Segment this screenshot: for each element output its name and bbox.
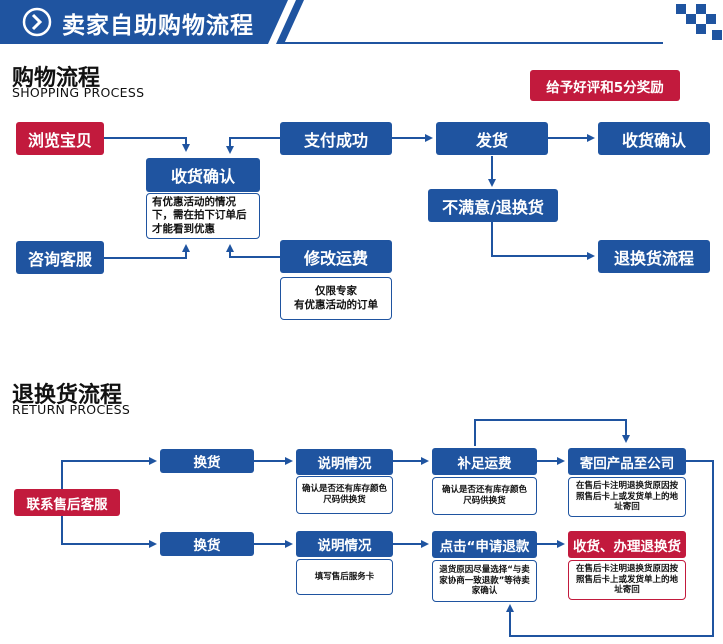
shopping-title: 购物流程 <box>12 66 101 91</box>
refund-node: 收货、办理退换货 <box>568 531 686 558</box>
returns-subtitle: RETURN PROCESS <box>12 402 131 417</box>
apply-refund-node: 点击“申请退款 <box>432 531 537 558</box>
explain-node-1: 说明情况 <box>296 449 393 475</box>
pay-node: 支付成功 <box>280 122 392 155</box>
arrow-circle-icon <box>22 7 52 37</box>
checker-logo-icon <box>676 4 722 40</box>
browse-node: 浏览宝贝 <box>16 122 104 155</box>
unhappy-node: 不满意/退换货 <box>428 189 558 222</box>
contact-node: 联系售后客服 <box>14 489 120 516</box>
exchange-node-2: 换货 <box>160 532 254 556</box>
receive-node: 收货确认 <box>598 122 710 155</box>
reward-badge: 给予好评和5分奖励 <box>530 70 680 101</box>
returns-title: 退换货流程 <box>12 383 123 408</box>
consult-node: 咨询客服 <box>16 241 104 274</box>
confirm-node: 收货确认 <box>146 158 260 192</box>
apply-refund-note: 退货原因尽量选择“与卖家协商一致退款”等待卖家确认 <box>432 560 537 602</box>
header-banner <box>0 0 722 44</box>
modify-note: 仅限专家 有优惠活动的订单 <box>280 277 392 320</box>
confirm-note: 有优惠活动的情况下，需在拍下订单后才能看到优惠 <box>146 193 260 239</box>
modify-note-line2: 有优惠活动的订单 <box>294 298 378 311</box>
topup-note: 确认是否还有库存颜色尺码供换货 <box>432 477 537 515</box>
return-flow-node: 退换货流程 <box>598 240 710 273</box>
sendback-note: 在售后卡注明退换货原因按照售后卡上或发货单上的地址寄回 <box>568 477 686 517</box>
explain-note-1: 确认是否还有库存颜色尺码供换货 <box>296 476 393 514</box>
explain-note-2: 填写售后服务卡 <box>296 559 393 595</box>
modify-note-line1: 仅限专家 <box>315 285 357 298</box>
topup-node: 补足运费 <box>432 448 537 475</box>
ship-node: 发货 <box>436 122 548 155</box>
exchange-node-1: 换货 <box>160 449 254 473</box>
shopping-subtitle: SHOPPING PROCESS <box>12 85 145 100</box>
refund-note: 在售后卡注明退换货原因按照售后卡上或发货单上的地址寄回 <box>568 560 686 600</box>
sendback-node: 寄回产品至公司 <box>568 448 686 475</box>
explain-node-2: 说明情况 <box>296 531 393 557</box>
page-title: 卖家自助购物流程 <box>62 13 254 39</box>
modify-node: 修改运费 <box>280 240 392 273</box>
